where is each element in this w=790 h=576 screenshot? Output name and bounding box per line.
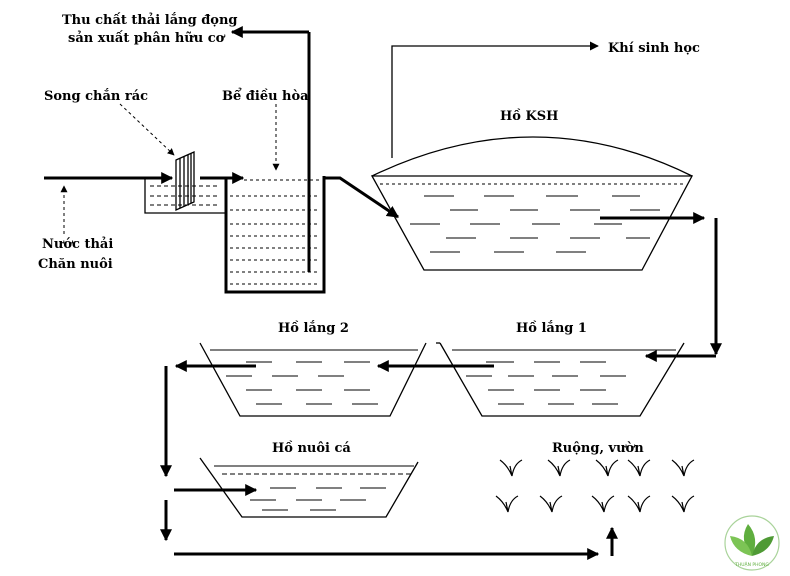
biogas-gas-line (391, 41, 599, 158)
screen-label: Song chắn rác (44, 88, 148, 104)
settling-pond-1-label: Hồ lắng 1 (516, 320, 587, 336)
biogas-label: Khí sinh học (608, 41, 700, 56)
equalization-tank-label: Bể điều hòa (222, 88, 309, 104)
biogas-pond (370, 136, 694, 271)
fish-pond-label: Hồ nuôi cá (272, 440, 351, 456)
logo-text: THUẬN PHONG (734, 561, 769, 568)
sludge-label-line2: sản xuất phân hữu cơ (68, 30, 226, 46)
inlet-channel (144, 178, 226, 214)
settling-pond-2 (199, 342, 427, 417)
thuan-phong-logo: THUẬN PHONG (724, 515, 780, 571)
equalization-tank (224, 176, 326, 294)
wastewater-label-line1: Nước thải (42, 236, 113, 252)
screen-pointer (119, 103, 175, 156)
settling-pond-1 (436, 342, 685, 417)
wastewater-label-line2: Chăn nuôi (38, 257, 113, 272)
trash-screen (175, 150, 195, 212)
fish-pond (199, 457, 419, 518)
field-plants (495, 459, 695, 513)
fields-label: Ruộng, vườn (552, 441, 644, 456)
biogas-pond-label: Hồ KSH (500, 108, 558, 124)
plant-icon (495, 459, 695, 513)
tank-to-biogas-arrow (324, 176, 399, 219)
sludge-label-line1: Thu chất thải lắng đọng (62, 12, 238, 28)
settling-pond-2-label: Hồ lắng 2 (278, 320, 349, 336)
